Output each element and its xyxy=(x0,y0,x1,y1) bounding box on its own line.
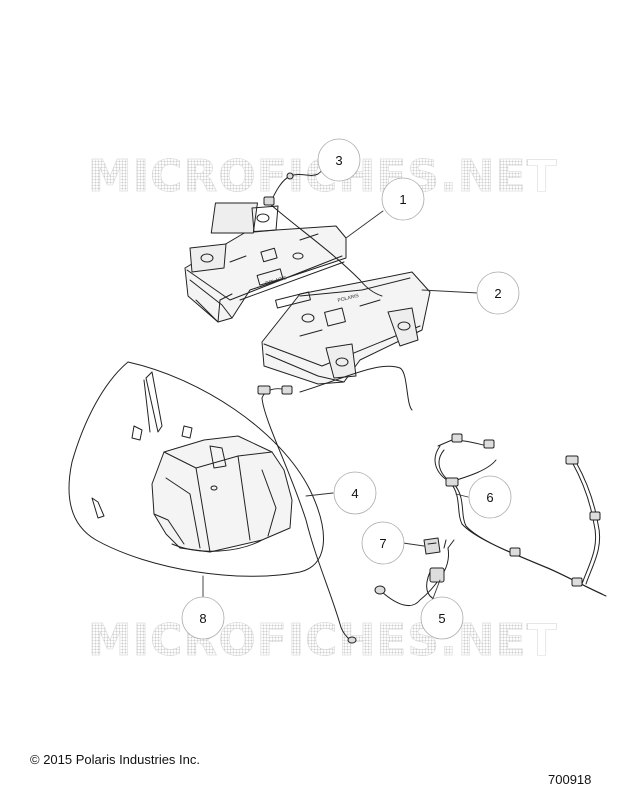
callout-2: 2 xyxy=(494,286,501,301)
part-1-seat-base: POLARIS xyxy=(184,202,347,323)
callout-7: 7 xyxy=(379,536,386,551)
part-3-sensor-harness xyxy=(263,172,383,297)
part-7-connector xyxy=(423,537,441,555)
callout-3-circle xyxy=(317,138,361,182)
watermark-bottom: MICROFICHES.NET xyxy=(88,615,558,667)
part-8-storage-box xyxy=(68,361,324,577)
callout-8-circle xyxy=(181,596,225,640)
callout-3: 3 xyxy=(335,153,342,168)
callout-6-circle xyxy=(468,475,512,519)
seat-base-2-brand: POLARIS xyxy=(337,293,360,304)
callout-1-circle xyxy=(381,177,425,221)
part-4-wire-lead xyxy=(257,365,413,644)
part-6-wiring-harness xyxy=(434,433,607,597)
callout-4-circle xyxy=(333,471,377,515)
figure-id: 700918 xyxy=(548,772,592,787)
callout-5: 5 xyxy=(438,611,445,626)
seat-base-1-brand: POLARIS xyxy=(265,275,288,287)
callout-4: 4 xyxy=(351,486,358,501)
callout-7-circle xyxy=(361,521,405,565)
callout-6: 6 xyxy=(486,490,493,505)
callout-1: 1 xyxy=(399,192,406,207)
part-2-seat-base: POLARIS xyxy=(261,271,431,385)
callout-circles xyxy=(181,138,520,640)
callout-5-circle xyxy=(420,596,464,640)
callout-8: 8 xyxy=(199,611,206,626)
copyright-notice: © 2015 Polaris Industries Inc. xyxy=(30,752,200,767)
callout-2-circle xyxy=(476,271,520,315)
